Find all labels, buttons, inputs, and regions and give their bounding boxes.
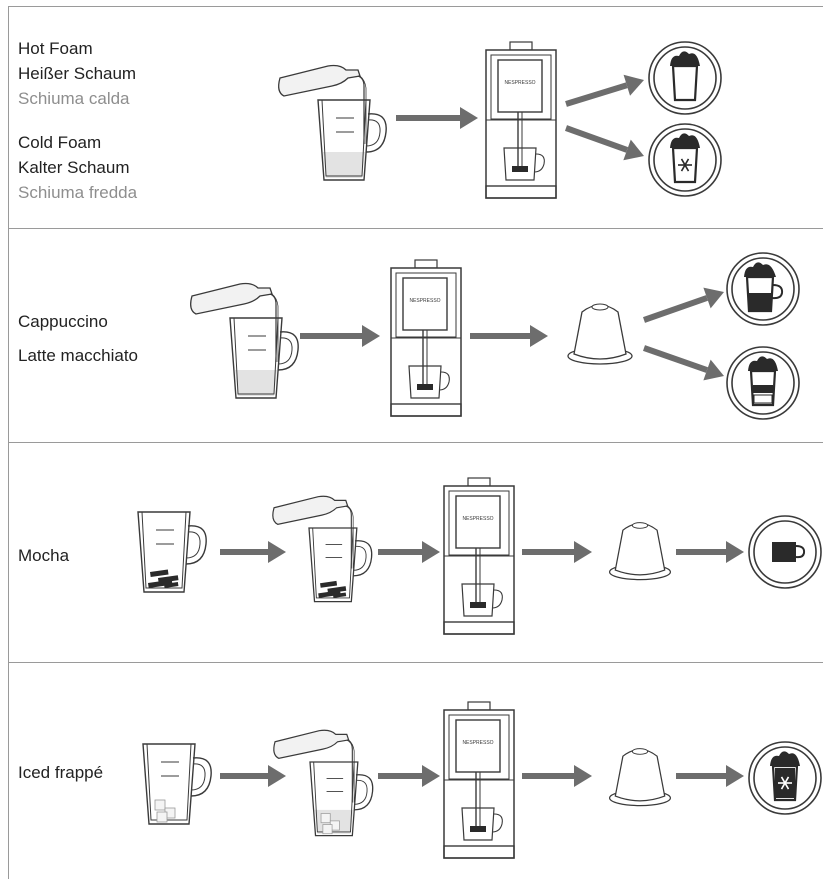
milk-pour-glass-chocolate-icon [272, 495, 373, 603]
arrow-to-mocha [676, 541, 744, 563]
latte-macchiato-icon [726, 346, 800, 420]
row-foam [8, 6, 823, 228]
capsule-icon [608, 522, 672, 581]
capsule-icon [567, 303, 633, 365]
machine-icon: NESPRESSO [443, 477, 515, 635]
arrow-to-machine [396, 107, 478, 129]
milk-pour-glass-ice-icon [273, 729, 374, 837]
arrow-to-machine [300, 325, 380, 347]
machine-brand-text: NESPRESSO [409, 298, 440, 304]
machine-icon: NESPRESSO [443, 701, 515, 859]
arrow-to-machine [378, 765, 440, 787]
machine-brand-text: NESPRESSO [462, 740, 493, 746]
glass-chocolate-icon [137, 511, 207, 593]
arrow-to-cold-foam [564, 125, 644, 161]
machine-brand-text: NESPRESSO [504, 80, 535, 86]
row-cappuccino [8, 228, 823, 442]
arrow-to-capsule [522, 541, 592, 563]
row-frappe [8, 662, 823, 879]
cold-foam-icon [648, 123, 722, 197]
arrow-to-hot-foam [565, 74, 644, 107]
glass-ice-icon [142, 743, 212, 825]
machine-brand-text: NESPRESSO [462, 516, 493, 522]
label-heisser-schaum: Heißer Schaum [18, 64, 137, 83]
label-latte-macchiato: Latte macchiato [18, 346, 139, 365]
capsule-icon [608, 748, 672, 807]
machine-icon: NESPRESSO [485, 41, 557, 199]
label-mocha: Mocha [18, 546, 70, 565]
label-iced-frappe: Iced frappé [18, 763, 104, 782]
arrow-to-latte [643, 345, 724, 381]
label-cappuccino: Cappuccino [18, 312, 108, 331]
label-schiuma-calda: Schiuma calda [18, 89, 130, 108]
machine-icon: NESPRESSO [390, 259, 462, 417]
row-mocha [8, 442, 823, 662]
label-schiuma-fredda: Schiuma fredda [18, 183, 138, 202]
milk-pour-glass-icon [190, 282, 299, 399]
label-hot-foam: Hot Foam [18, 39, 93, 58]
arrow-to-machine [378, 541, 440, 563]
milk-pour-glass-icon [278, 64, 387, 181]
arrow-to-milk [220, 765, 286, 787]
arrow-to-milk [220, 541, 286, 563]
arrow-to-frappe [676, 765, 744, 787]
label-cold-foam: Cold Foam [18, 133, 102, 152]
arrow-to-cappuccino [643, 287, 724, 323]
iced-frappe-icon [748, 741, 822, 815]
cappuccino-icon [726, 252, 800, 326]
label-kalter-schaum: Kalter Schaum [18, 158, 130, 177]
arrow-to-capsule [470, 325, 548, 347]
hot-foam-icon [648, 41, 722, 115]
arrow-to-capsule [522, 765, 592, 787]
mocha-icon [748, 515, 822, 589]
